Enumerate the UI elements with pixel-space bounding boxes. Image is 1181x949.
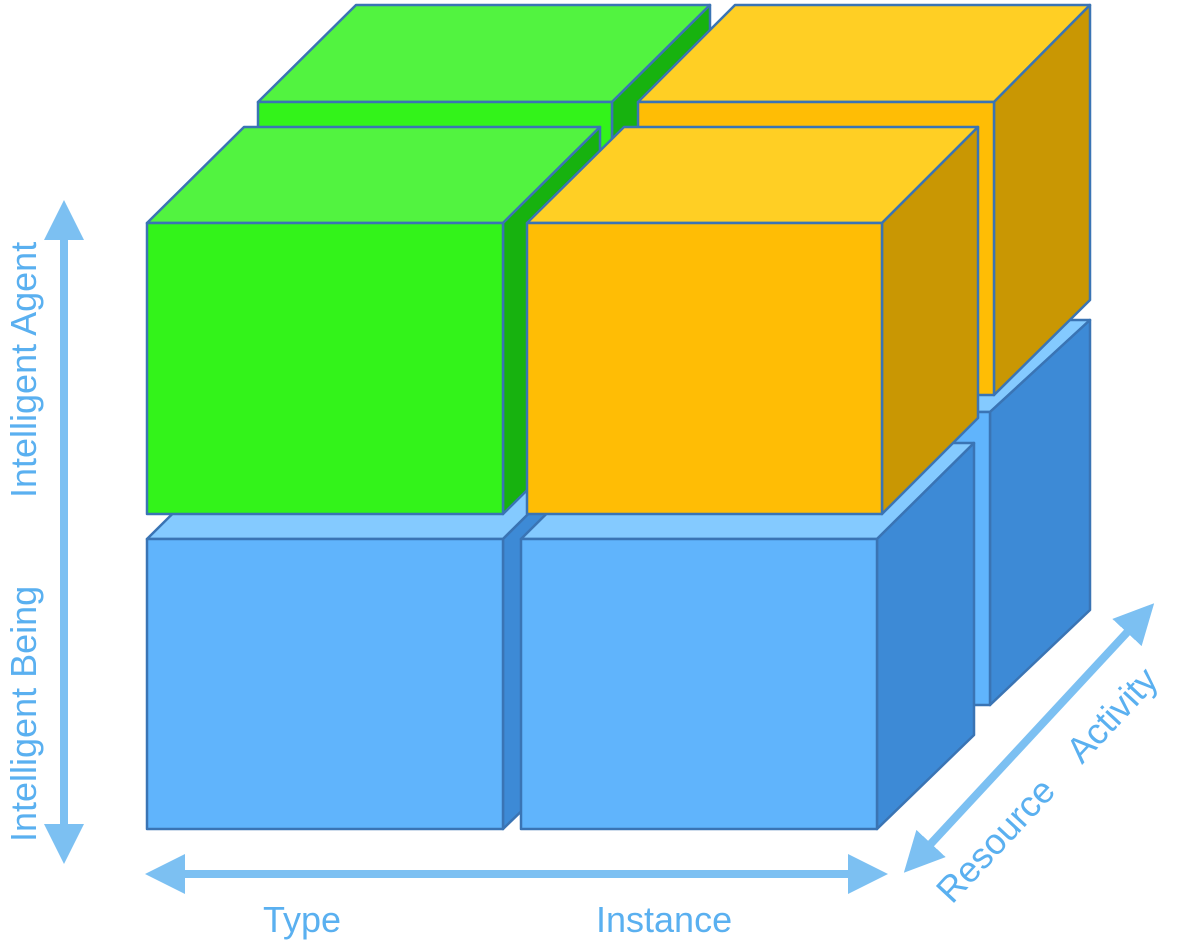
depth-axis-arrow	[903, 603, 1155, 873]
label-intelligent-agent: Intelligent Agent	[3, 242, 44, 498]
block-front-face	[145, 537, 505, 831]
block-front-face	[519, 537, 879, 831]
label-intelligent-being: Intelligent Being	[3, 586, 44, 842]
block-front-face	[145, 221, 505, 516]
block-agent-instance-front	[525, 125, 980, 516]
blocks-group	[145, 3, 1092, 831]
label-activity: Activity	[1058, 659, 1166, 770]
block-front-face	[525, 221, 884, 516]
label-instance: Instance	[596, 899, 732, 940]
label-resource: Resource	[928, 770, 1063, 911]
label-type: Type	[263, 899, 341, 940]
